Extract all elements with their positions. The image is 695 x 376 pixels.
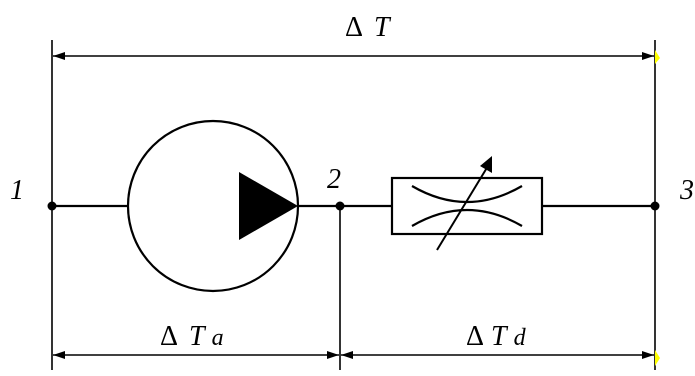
right-dimension-label: Δ T d: [466, 321, 527, 352]
adjustable-throttle-symbol: [390, 156, 544, 251]
node-2-dot: [335, 201, 345, 211]
total-dimension-label: Δ T: [345, 12, 392, 43]
adjust-arrow-head: [480, 156, 492, 173]
left-variable: T: [189, 321, 207, 352]
node-1-dot: [47, 201, 57, 211]
throttle-lower-curve: [411, 208, 523, 227]
left-delta-symbol: Δ: [160, 321, 178, 352]
right-subscript: d: [514, 325, 527, 351]
node-1-label: 1: [10, 175, 24, 206]
node-2-label: 2: [327, 164, 341, 195]
total-variable: T: [374, 12, 392, 43]
throttle-box: [390, 176, 544, 236]
adjust-arrow-shaft: [436, 165, 489, 251]
left-subscript: a: [212, 325, 224, 351]
yellow-marker-top: [655, 50, 660, 64]
yellow-marker-bottom: [655, 350, 660, 366]
total-delta-symbol: Δ: [345, 12, 363, 43]
pump-triangle: [239, 172, 298, 240]
left-dimension-label: Δ T a: [160, 321, 224, 352]
node-3-dot: [650, 201, 660, 211]
right-delta-symbol: Δ: [466, 321, 484, 352]
pump-symbol: [126, 119, 300, 293]
right-variable: T: [491, 321, 509, 352]
node-3-label: 3: [679, 175, 694, 206]
